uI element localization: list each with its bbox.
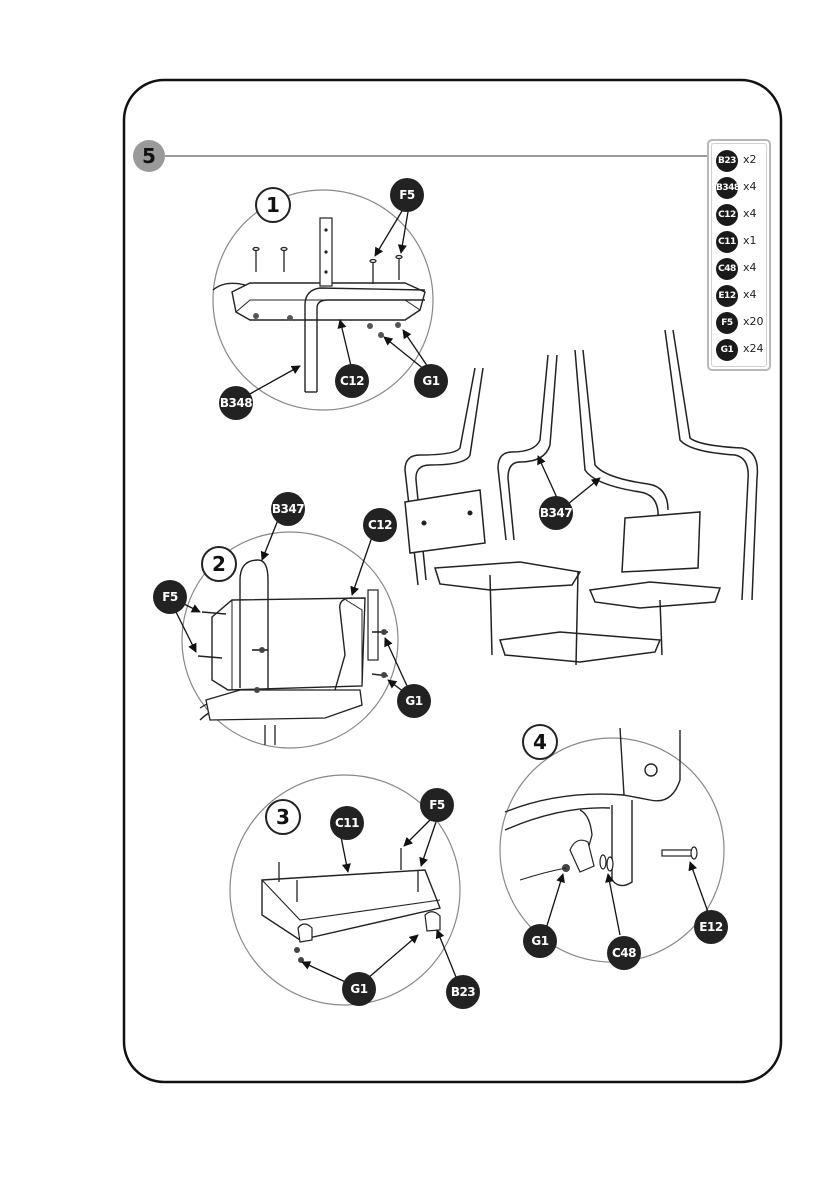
swing-overview — [405, 330, 757, 665]
callout-b347: B347 — [271, 492, 305, 526]
callout-c12: C12 — [335, 364, 369, 398]
step-1-number: 1 — [255, 187, 291, 223]
part-code-badge: F5 — [716, 312, 738, 334]
callout-c11: C11 — [330, 806, 364, 840]
callout-e12: E12 — [694, 910, 728, 944]
step-3-number: 3 — [265, 799, 301, 835]
callout-f5: F5 — [390, 178, 424, 212]
part-row: B348 x4 — [712, 176, 770, 200]
callout-g1: G1 — [414, 364, 448, 398]
callout-c48: C48 — [607, 936, 641, 970]
part-quantity: x24 — [743, 342, 764, 355]
part-code-badge: B23 — [716, 150, 738, 172]
part-code-badge: B348 — [716, 177, 738, 199]
overview-b347-leader-2 — [568, 478, 600, 504]
part-code-badge: C12 — [716, 204, 738, 226]
parts-list: B23 x2 B348 x4 C12 x4 C11 x1 C48 x4 E12 … — [707, 139, 771, 371]
callout-b347: B347 — [539, 496, 573, 530]
step-1-detail — [213, 190, 433, 410]
part-code-badge: C11 — [716, 231, 738, 253]
part-row: E12 x4 — [712, 284, 770, 308]
step-2-number: 2 — [201, 546, 237, 582]
part-row: C48 x4 — [712, 257, 770, 281]
part-row: C12 x4 — [712, 203, 770, 227]
part-quantity: x1 — [743, 234, 757, 247]
part-quantity: x2 — [743, 153, 757, 166]
part-row: B23 x2 — [712, 149, 770, 173]
part-quantity: x4 — [743, 180, 757, 193]
overview-b347-leader-1 — [538, 456, 558, 500]
part-row: G1 x24 — [712, 338, 770, 362]
part-code-badge: E12 — [716, 285, 738, 307]
part-quantity: x4 — [743, 261, 757, 274]
step-4-number: 4 — [522, 724, 558, 760]
part-code-badge: G1 — [716, 339, 738, 361]
part-quantity: x4 — [743, 288, 757, 301]
callout-b348: B348 — [219, 386, 253, 420]
callout-b23: B23 — [446, 975, 480, 1009]
callout-f5: F5 — [153, 580, 187, 614]
part-quantity: x4 — [743, 207, 757, 220]
section-number-badge: 5 — [133, 140, 165, 172]
part-code-badge: C48 — [716, 258, 738, 280]
callout-g1: G1 — [523, 924, 557, 958]
callout-c12: C12 — [363, 508, 397, 542]
callout-f5: F5 — [420, 788, 454, 822]
callout-g1: G1 — [342, 972, 376, 1006]
part-quantity: x20 — [743, 315, 764, 328]
callout-g1: G1 — [397, 684, 431, 718]
part-row: F5 x20 — [712, 311, 770, 335]
part-row: C11 x1 — [712, 230, 770, 254]
